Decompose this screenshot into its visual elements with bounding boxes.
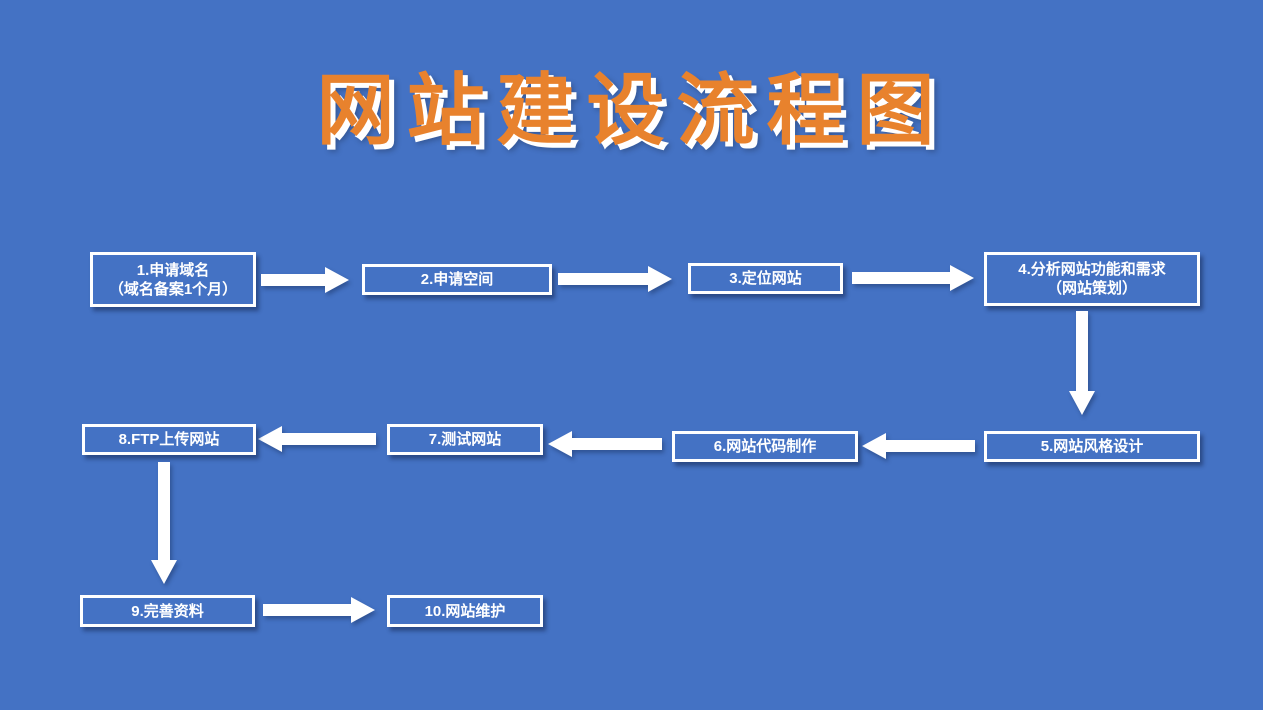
flow-step-10-box: 10.网站维护 [387,595,543,627]
flow-step-2-box: 2.申请空间 [362,264,552,295]
flow-step-6-label: 6.网站代码制作 [713,438,817,455]
flow-step-10-label: 10.网站维护 [424,602,506,620]
flow-step-4-box: 4.分析网站功能和需求 （网站策划） [984,252,1200,306]
flow-step-5-label: 5.网站风格设计 [1040,438,1144,455]
arrow-step9-step10-icon [263,597,375,623]
arrow-step5-step6-icon [862,433,975,459]
arrow-step1-step2-icon [261,267,349,293]
flow-step-9-box: 9.完善资料 [80,595,255,627]
flow-step-8-label: 8.FTP上传网站 [118,431,220,448]
flow-step-1-sublabel: （域名备案1个月） [108,280,238,298]
flow-step-5-box: 5.网站风格设计 [984,431,1200,462]
flow-step-2-label: 2.申请空间 [420,271,494,288]
page-title: 网站建设流程图 [316,66,947,154]
flow-step-8-box: 8.FTP上传网站 [82,424,256,455]
arrow-step4-step5-icon [1069,311,1095,415]
flow-step-3-box: 3.定位网站 [688,263,843,294]
arrow-step2-step3-icon [558,266,672,292]
arrow-step7-step8-icon [258,426,376,452]
flow-step-3-label: 3.定位网站 [729,270,802,287]
flow-step-6-box: 6.网站代码制作 [672,431,858,462]
flow-step-7-box: 7.测试网站 [387,424,543,455]
flow-step-4-label: 4.分析网站功能和需求 [1018,261,1166,278]
arrow-step8-step9-icon [151,462,177,584]
flow-step-9-label: 9.完善资料 [131,602,204,620]
flow-step-1-box: 1.申请域名 （域名备案1个月） [90,252,256,307]
flow-step-1-label: 1.申请域名 [136,261,210,279]
arrow-step3-step4-icon [852,265,974,291]
flow-step-7-label: 7.测试网站 [428,431,502,448]
arrow-step6-step7-icon [548,431,662,457]
flow-step-4-sublabel: （网站策划） [1046,280,1137,297]
